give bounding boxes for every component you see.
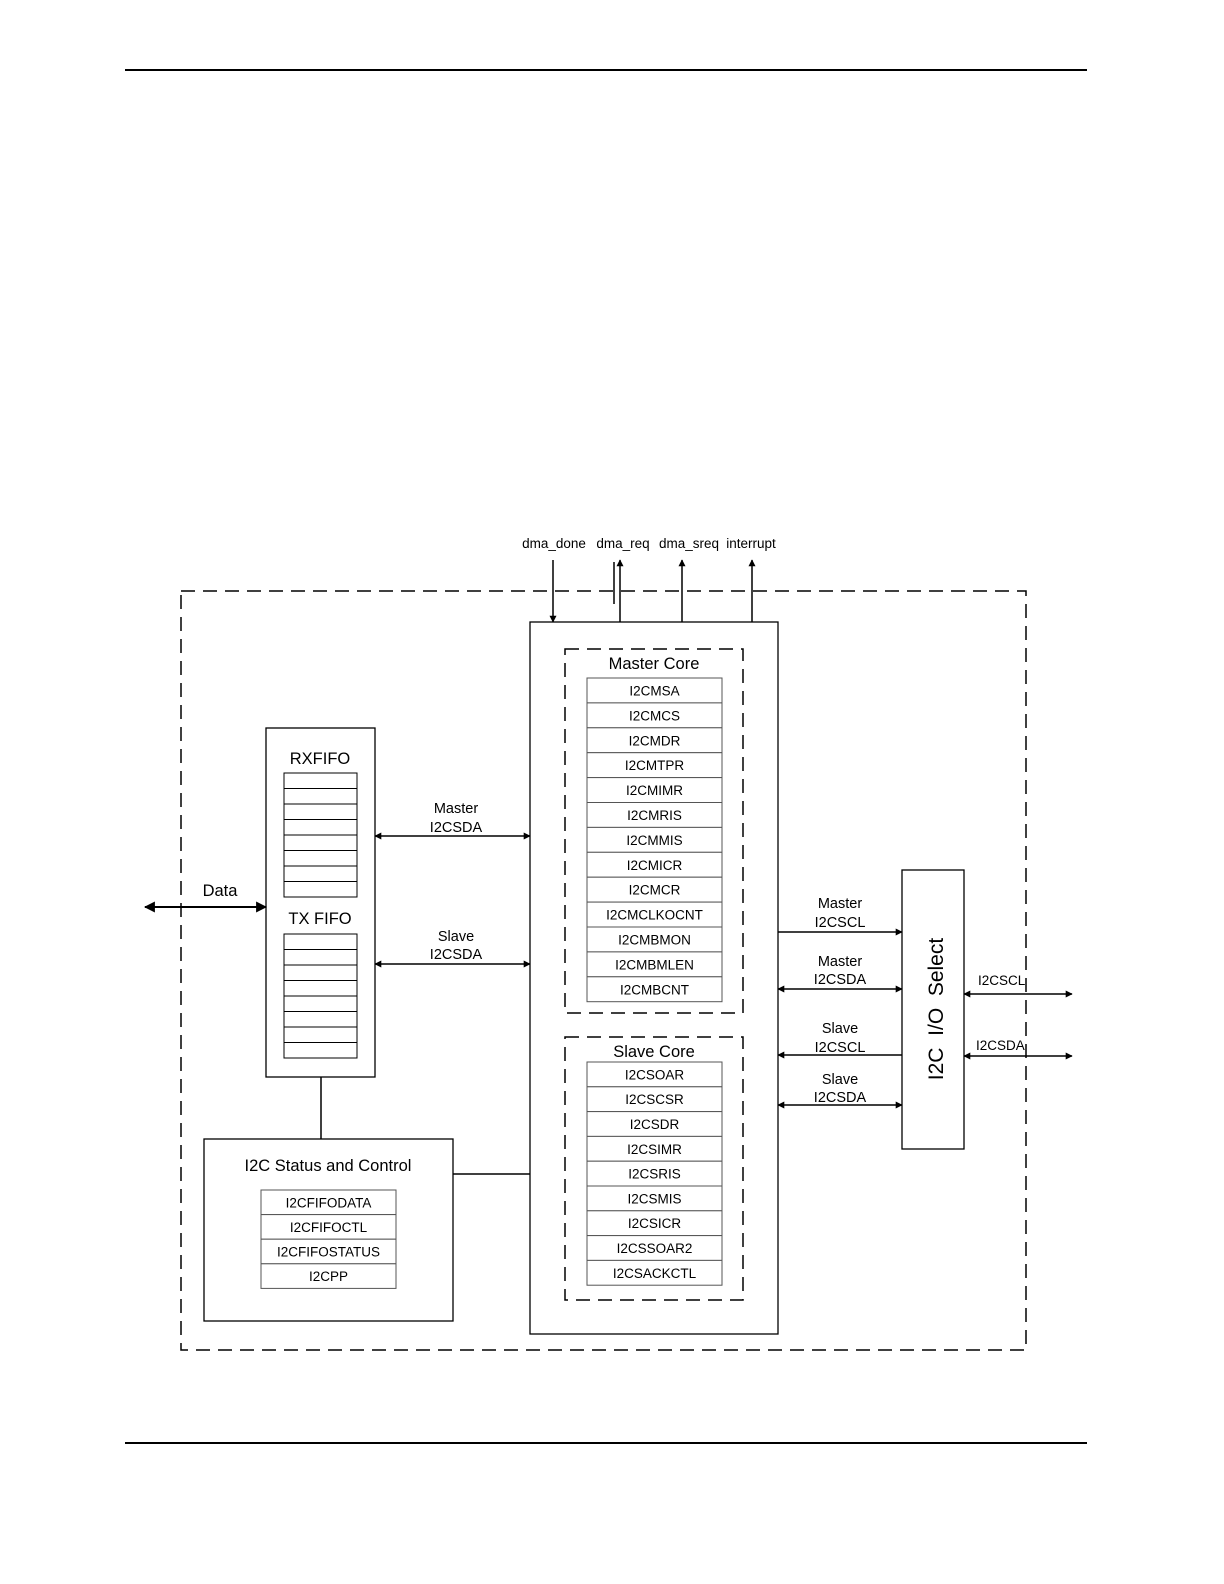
io-link-2-label-2: I2CSDA bbox=[814, 972, 867, 988]
slave-register-label: I2CSDR bbox=[630, 1117, 680, 1132]
slave-register-cell bbox=[586, 1086, 723, 1113]
fifo-master-label-1: Master bbox=[434, 801, 478, 817]
master-register-cell bbox=[586, 826, 723, 853]
status-register-cell bbox=[260, 1189, 397, 1216]
master-core-registers: I2CMSA I2CMCS I2CMDR I2CMTPR I2CMIMR I2CMRIS I… bbox=[586, 677, 723, 1003]
master-register-label: I2CMICR bbox=[627, 858, 683, 873]
master-register-label: I2CMSA bbox=[629, 683, 679, 698]
master-register-cell bbox=[586, 851, 723, 878]
tx-fifo-cell bbox=[283, 1011, 358, 1028]
master-register-cell bbox=[586, 802, 723, 828]
slave-register-cell bbox=[586, 1185, 723, 1212]
master-register-label: I2CMRIS bbox=[627, 808, 682, 823]
status-register-label: I2CFIFODATA bbox=[286, 1195, 372, 1210]
rx-fifo-cell bbox=[283, 819, 358, 836]
slave-register-cell bbox=[586, 1135, 723, 1162]
rxfifo-cells bbox=[283, 772, 358, 898]
slave-register-label: I2CSRIS bbox=[628, 1167, 681, 1182]
rx-fifo-cell bbox=[283, 803, 358, 820]
slave-register-label: I2CSACKCTL bbox=[613, 1266, 697, 1281]
rx-fifo-cell bbox=[283, 772, 358, 789]
status-control-registers: I2CFIFODATA I2CFIFOCTL I2CFIFOSTATUS I2CPP bbox=[260, 1189, 397, 1289]
signal-dma-done-label: dma_done bbox=[522, 536, 586, 551]
master-register-cell bbox=[586, 926, 723, 953]
io-link-4-label-2: I2CSDA bbox=[814, 1090, 867, 1106]
status-register-cell bbox=[260, 1238, 397, 1265]
status-register-label: I2CFIFOSTATUS bbox=[277, 1245, 380, 1260]
master-register-label: I2CMBMLEN bbox=[615, 957, 694, 972]
master-register-label: I2CMCR bbox=[629, 883, 681, 898]
status-register-cell bbox=[260, 1214, 397, 1240]
tx-fifo-cell bbox=[283, 980, 358, 997]
master-register-label: I2CMIMR bbox=[626, 783, 683, 798]
io-link-1-label-1: Master bbox=[818, 896, 862, 912]
master-register-cell bbox=[586, 976, 723, 1003]
io-link-2-label-1: Master bbox=[818, 954, 862, 970]
signal-dma-req-label: dma_req bbox=[596, 536, 649, 551]
io-select-block bbox=[901, 869, 965, 1150]
slave-register-label: I2CSICR bbox=[628, 1216, 682, 1231]
master-register-label: I2CMDR bbox=[629, 733, 681, 748]
status-register-cell bbox=[260, 1263, 397, 1289]
master-core-title: Master Core bbox=[609, 655, 700, 673]
module-boundary bbox=[180, 590, 1027, 1351]
pin-scl-label: I2CSCL bbox=[978, 973, 1026, 988]
io-link-3-label-1: Slave bbox=[822, 1021, 858, 1037]
tx-fifo-cell bbox=[283, 964, 358, 981]
signal-interrupt-label: interrupt bbox=[726, 536, 776, 551]
master-register-cell bbox=[586, 901, 723, 928]
slave-register-cell bbox=[586, 1111, 723, 1137]
slave-register-cell bbox=[586, 1235, 723, 1261]
master-register-label: I2CMCS bbox=[629, 708, 680, 723]
tx-fifo-cell bbox=[283, 1026, 358, 1043]
tx-fifo-cell bbox=[283, 995, 358, 1012]
slave-register-cell bbox=[586, 1061, 723, 1088]
io-link-3-label-2: I2CSCL bbox=[815, 1040, 866, 1056]
tx-fifo-cell bbox=[283, 949, 358, 966]
slave-register-label: I2CSMIS bbox=[627, 1191, 681, 1206]
rx-fifo-cell bbox=[283, 834, 358, 851]
master-register-label: I2CMTPR bbox=[625, 758, 685, 773]
fifo-slave-label-2: I2CSDA bbox=[430, 947, 483, 963]
io-select-label: I2C I/O Select bbox=[925, 938, 948, 1081]
signal-dma-sreq-label: dma_sreq bbox=[659, 536, 719, 551]
slave-register-label: I2CSCSR bbox=[625, 1092, 684, 1107]
rx-fifo-cell bbox=[283, 850, 358, 867]
slave-core-title: Slave Core bbox=[613, 1043, 695, 1061]
txfifo-label: TX FIFO bbox=[288, 910, 351, 928]
slave-register-label: I2CSIMR bbox=[627, 1142, 682, 1157]
slave-core-box bbox=[564, 1036, 744, 1301]
master-register-label: I2CMBMON bbox=[618, 932, 691, 947]
io-link-4-label-1: Slave bbox=[822, 1072, 858, 1088]
master-register-label: I2CMMIS bbox=[626, 833, 682, 848]
master-register-cell bbox=[586, 951, 723, 978]
rx-fifo-cell bbox=[283, 788, 358, 805]
io-link-1-label-2: I2CSCL bbox=[815, 915, 866, 931]
slave-register-cell bbox=[586, 1210, 723, 1237]
slave-register-cell bbox=[586, 1160, 723, 1187]
slave-core-registers: I2CSOAR I2CSCSR I2CSDR I2CSIMR I2CSRIS I2CSMI… bbox=[586, 1061, 723, 1286]
pin-sda-label: I2CSDA bbox=[976, 1038, 1025, 1053]
rx-fifo-cell bbox=[283, 881, 358, 898]
rx-fifo-cell bbox=[283, 865, 358, 882]
rxfifo-label: RXFIFO bbox=[290, 750, 351, 768]
master-register-label: I2CMBCNT bbox=[620, 982, 689, 997]
slave-register-label: I2CSOAR bbox=[625, 1067, 685, 1082]
fifo-master-label-2: I2CSDA bbox=[430, 820, 483, 836]
txfifo-cells bbox=[283, 933, 358, 1059]
tx-fifo-cell bbox=[283, 933, 358, 950]
slave-register-cell bbox=[586, 1259, 723, 1286]
fifo-slave-label-1: Slave bbox=[438, 929, 474, 945]
status-register-label: I2CPP bbox=[309, 1269, 348, 1284]
tx-fifo-cell bbox=[283, 1042, 358, 1059]
master-core-box bbox=[564, 648, 744, 1014]
master-register-label: I2CMCLKOCNT bbox=[606, 908, 703, 923]
data-label: Data bbox=[203, 882, 239, 900]
slave-register-label: I2CSSOAR2 bbox=[617, 1241, 693, 1256]
status-control-title: I2C Status and Control bbox=[245, 1157, 412, 1175]
status-register-label: I2CFIFOCTL bbox=[290, 1220, 368, 1235]
